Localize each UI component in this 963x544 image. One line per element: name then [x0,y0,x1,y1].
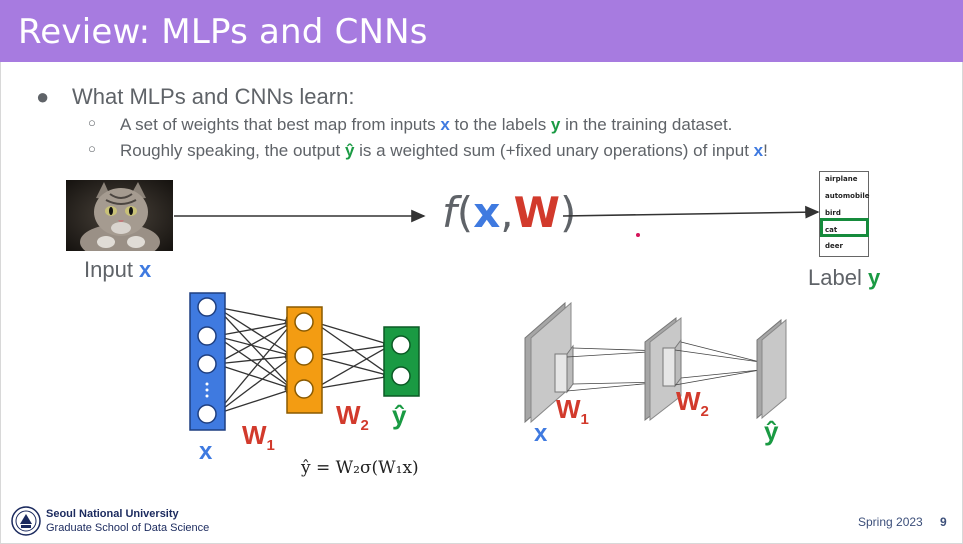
output-var: y [867,265,881,290]
sub1-before: A set of weights that best map from inpu… [120,115,441,134]
cnn-w1-sub: 1 [580,411,589,429]
university-logo-icon [10,506,42,541]
cnn-yhat-label: ŷ [764,416,779,446]
mlp-yhat-label: ŷ [392,400,407,430]
cnn-w1-letter: W [556,394,581,424]
sub-bullet-circle-icon: ○ [88,141,96,156]
mlp-w2-letter: W [336,400,361,430]
mlp-w2-label: W2 [336,400,369,434]
title-bar: Review: MLPs and CNNs [0,0,963,62]
sub1-x: x [440,115,450,134]
university-name: Seoul National University [46,508,179,520]
output-label: Label y [808,265,880,291]
mlp-w1-label: W1 [242,420,275,454]
input-var: x [139,257,152,282]
semester-label: Spring 2023 [858,515,923,529]
output-arrow [562,205,820,219]
func-w: W [513,188,560,237]
cnn-x-label: x [534,420,548,447]
class-item: bird [825,209,841,217]
mlp-formula: ŷ = W₂σ(W₁x) [301,458,419,478]
page-number: 9 [940,515,947,529]
mlp-x-label: x [199,438,213,465]
sub1-middle: to the labels [449,115,551,134]
cnn-w2-letter: W [676,386,701,416]
sub1-after: in the training dataset. [560,115,733,134]
cat-input-image [66,180,173,251]
laser-pointer-dot [636,233,640,237]
sub2-yhat: ŷ [344,141,355,160]
sub2-before: Roughly speaking, the output [120,141,345,160]
class-item: automobile [825,192,870,200]
sub2-middle: is a weighted sum (+fixed unary operatio… [354,141,754,160]
cnn-w1-label: W1 [556,394,589,428]
school-name: Graduate School of Data Science [46,522,210,534]
input-label-text: Input [84,257,140,282]
func-comma: , [500,188,514,237]
mlp-w1-sub: 1 [266,437,275,455]
sub-bullet-circle-icon: ○ [88,115,96,130]
output-label-text: Label [808,265,868,290]
sub2-after: ! [763,141,768,160]
func-open-paren: ( [456,188,474,237]
class-item: airplane [825,175,858,183]
mlp-diagram [189,292,420,431]
class-item-selected: cat [825,226,838,234]
input-label: Input x [84,257,151,283]
func-x: x [473,188,501,237]
cnn-diagram [524,301,787,424]
cnn-w2-label: W2 [676,386,709,420]
func-close-paren: ) [559,188,577,237]
class-item: deer [825,242,843,250]
function-label: f(x,W) [442,188,576,237]
bullet-dot-icon: ● [36,84,50,109]
sub-bullet-2-text: Roughly speaking, the output ŷ is a weig… [120,141,768,161]
sub1-y: y [550,115,561,134]
mlp-w1-letter: W [242,420,267,450]
selected-class-highlight [820,218,869,237]
sub2-x: x [753,141,764,160]
cnn-w2-sub: 2 [700,403,709,421]
mlp-w2-sub: 2 [360,417,369,435]
main-bullet-text: What MLPs and CNNs learn: [72,84,355,109]
func-f: f [442,188,457,237]
sub-bullet-1-text: A set of weights that best map from inpu… [120,115,732,135]
slide-title: Review: MLPs and CNNs [18,12,428,52]
